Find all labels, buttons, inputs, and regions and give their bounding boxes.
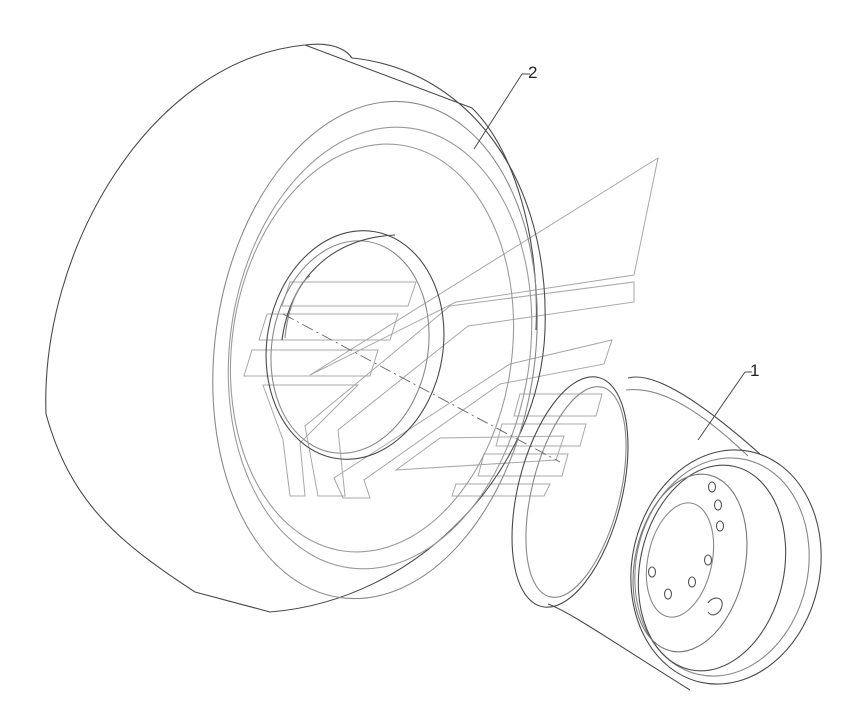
tire-tread-front-outer (269, 57, 546, 613)
tire-outer-back-arc (45, 43, 353, 415)
tire-sidewall-inner (229, 143, 515, 553)
rim-top-profile-inner (625, 389, 749, 457)
bolt-hole (687, 576, 697, 588)
rim-back-flange-inner (525, 386, 627, 598)
tire-top-edge (304, 44, 473, 109)
callout-1: 1 (697, 361, 759, 441)
rim-valve-slot (707, 597, 723, 616)
rim-disc (632, 473, 748, 653)
tire-bottom-edge (45, 413, 271, 613)
rim-front-flange-outer (630, 449, 822, 685)
callout-1-leader (697, 371, 746, 441)
callout-2-label: 2 (528, 63, 537, 82)
tire-sidewall-mid (227, 126, 533, 570)
bolt-hole (647, 566, 657, 578)
callout-1-label: 1 (750, 361, 759, 380)
rim-center-bore (645, 502, 715, 618)
callout-2: 2 (473, 63, 537, 150)
rim-back-flange-outer (511, 376, 629, 608)
tire-tread-shoulder (471, 107, 537, 331)
bolt-hole (707, 481, 717, 493)
bolt-hole (663, 588, 673, 600)
assembly-axis-line (282, 313, 561, 463)
callout-2-leader (473, 73, 523, 150)
tire-bead-outer (265, 230, 445, 460)
rim-top-profile (627, 376, 761, 455)
rim-bottom-profile (547, 603, 691, 691)
watermark-logo (243, 156, 659, 499)
bolt-hole (713, 499, 723, 511)
tire-bead-inner (270, 240, 430, 454)
bolt-hole (703, 554, 713, 566)
tire (45, 43, 546, 613)
bolt-hole (715, 520, 725, 532)
rim-front-flange-inner (637, 464, 787, 672)
tire-sidewall-outer (212, 100, 538, 600)
rim (511, 376, 822, 691)
tire-bore-inner-lip (284, 275, 311, 339)
rim-bolt-holes (647, 481, 725, 600)
rim-front-flange-mid (634, 457, 810, 677)
tire-bore-edge (281, 234, 396, 341)
